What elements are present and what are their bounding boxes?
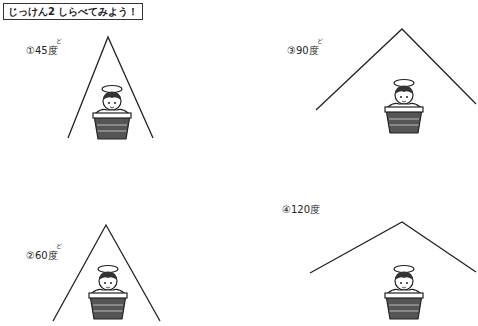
kid-in-bucket <box>385 266 423 320</box>
furigana: ど <box>56 38 62 44</box>
angle-lines <box>68 37 153 138</box>
furigana: ど <box>56 243 62 249</box>
furigana: ど <box>317 38 323 44</box>
angle-120-panel <box>310 222 476 319</box>
angle-label: ①45度 <box>26 46 58 56</box>
angle-90-panel <box>316 29 476 133</box>
kid-in-bucket <box>385 80 423 134</box>
angle-label: ③90度 <box>287 46 319 56</box>
angle-label: ④120度 <box>282 205 320 215</box>
angle-lines <box>310 222 476 273</box>
kid-in-bucket <box>93 86 131 140</box>
experiment-title: じっけん2 しらべてみよう！ <box>3 3 143 20</box>
angle-lines <box>53 225 160 321</box>
angle-45-panel <box>68 37 153 139</box>
angle-label: ②60度 <box>26 251 58 261</box>
kid-in-bucket <box>89 266 127 320</box>
angle-60-panel <box>53 225 160 321</box>
